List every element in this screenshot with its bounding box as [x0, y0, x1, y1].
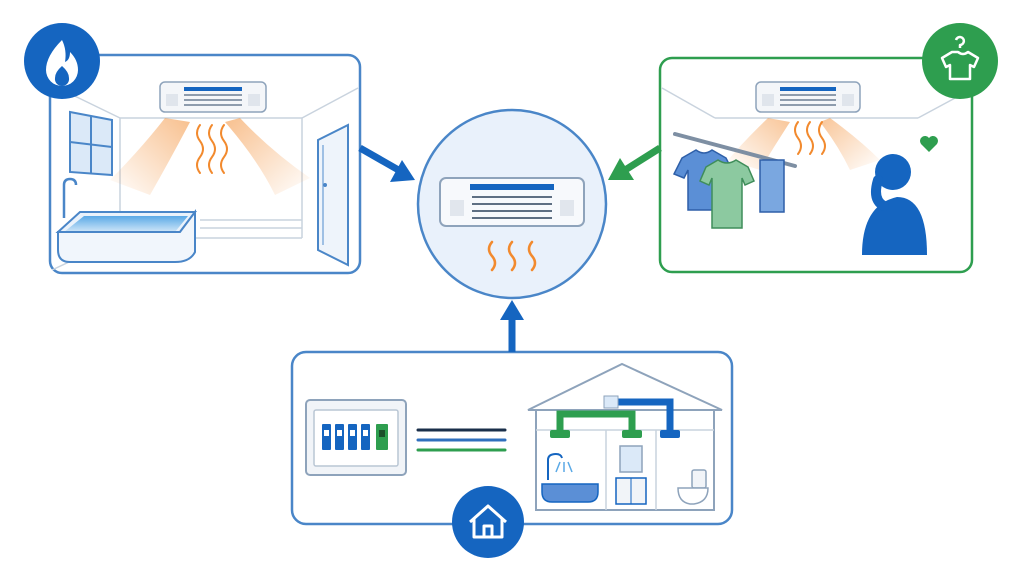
ceiling-ventilation-heater-icon: [439, 177, 585, 227]
heat-flow-icon: [110, 118, 310, 195]
ceiling-heater-icon: [159, 81, 267, 113]
green-shirt-icon: [699, 159, 755, 229]
panel-bath-heating: [48, 53, 362, 275]
toilet-icon: [677, 469, 709, 505]
center-node: [416, 108, 608, 300]
house-badge: [452, 486, 524, 558]
window-icon: [69, 110, 113, 177]
shirt-hanger-icon: [940, 35, 980, 81]
towel-icon: [759, 159, 785, 213]
door-icon: [317, 123, 349, 267]
flame-icon: [46, 40, 78, 87]
connection-arrows: [358, 144, 662, 352]
ceiling-heater-icon: [755, 81, 861, 113]
heat-flow-icon: [728, 118, 880, 170]
shirt-badge: [922, 23, 998, 99]
arrow-home-to-center: [500, 300, 524, 352]
panel-clothes-drying: [658, 56, 974, 274]
arrow-bath-to-center: [358, 144, 415, 182]
house-icon: [469, 504, 507, 539]
heat-waves-icon: [487, 240, 537, 272]
panel-home-installation: [290, 350, 734, 526]
breaker-panel-icon: [305, 399, 407, 476]
bathtub-shower-icon: [541, 452, 599, 503]
bathtub-icon: [55, 177, 197, 263]
wiring-icon: [416, 428, 507, 452]
house-cross-section: [527, 362, 723, 511]
blue-duct: [610, 398, 674, 430]
person-thinking-icon: [862, 154, 927, 255]
heart-icon: [920, 136, 938, 152]
green-duct: [556, 410, 636, 430]
sink-vanity-icon: [615, 445, 647, 505]
flame-badge: [24, 23, 100, 99]
arrow-drying-to-center: [608, 145, 662, 180]
